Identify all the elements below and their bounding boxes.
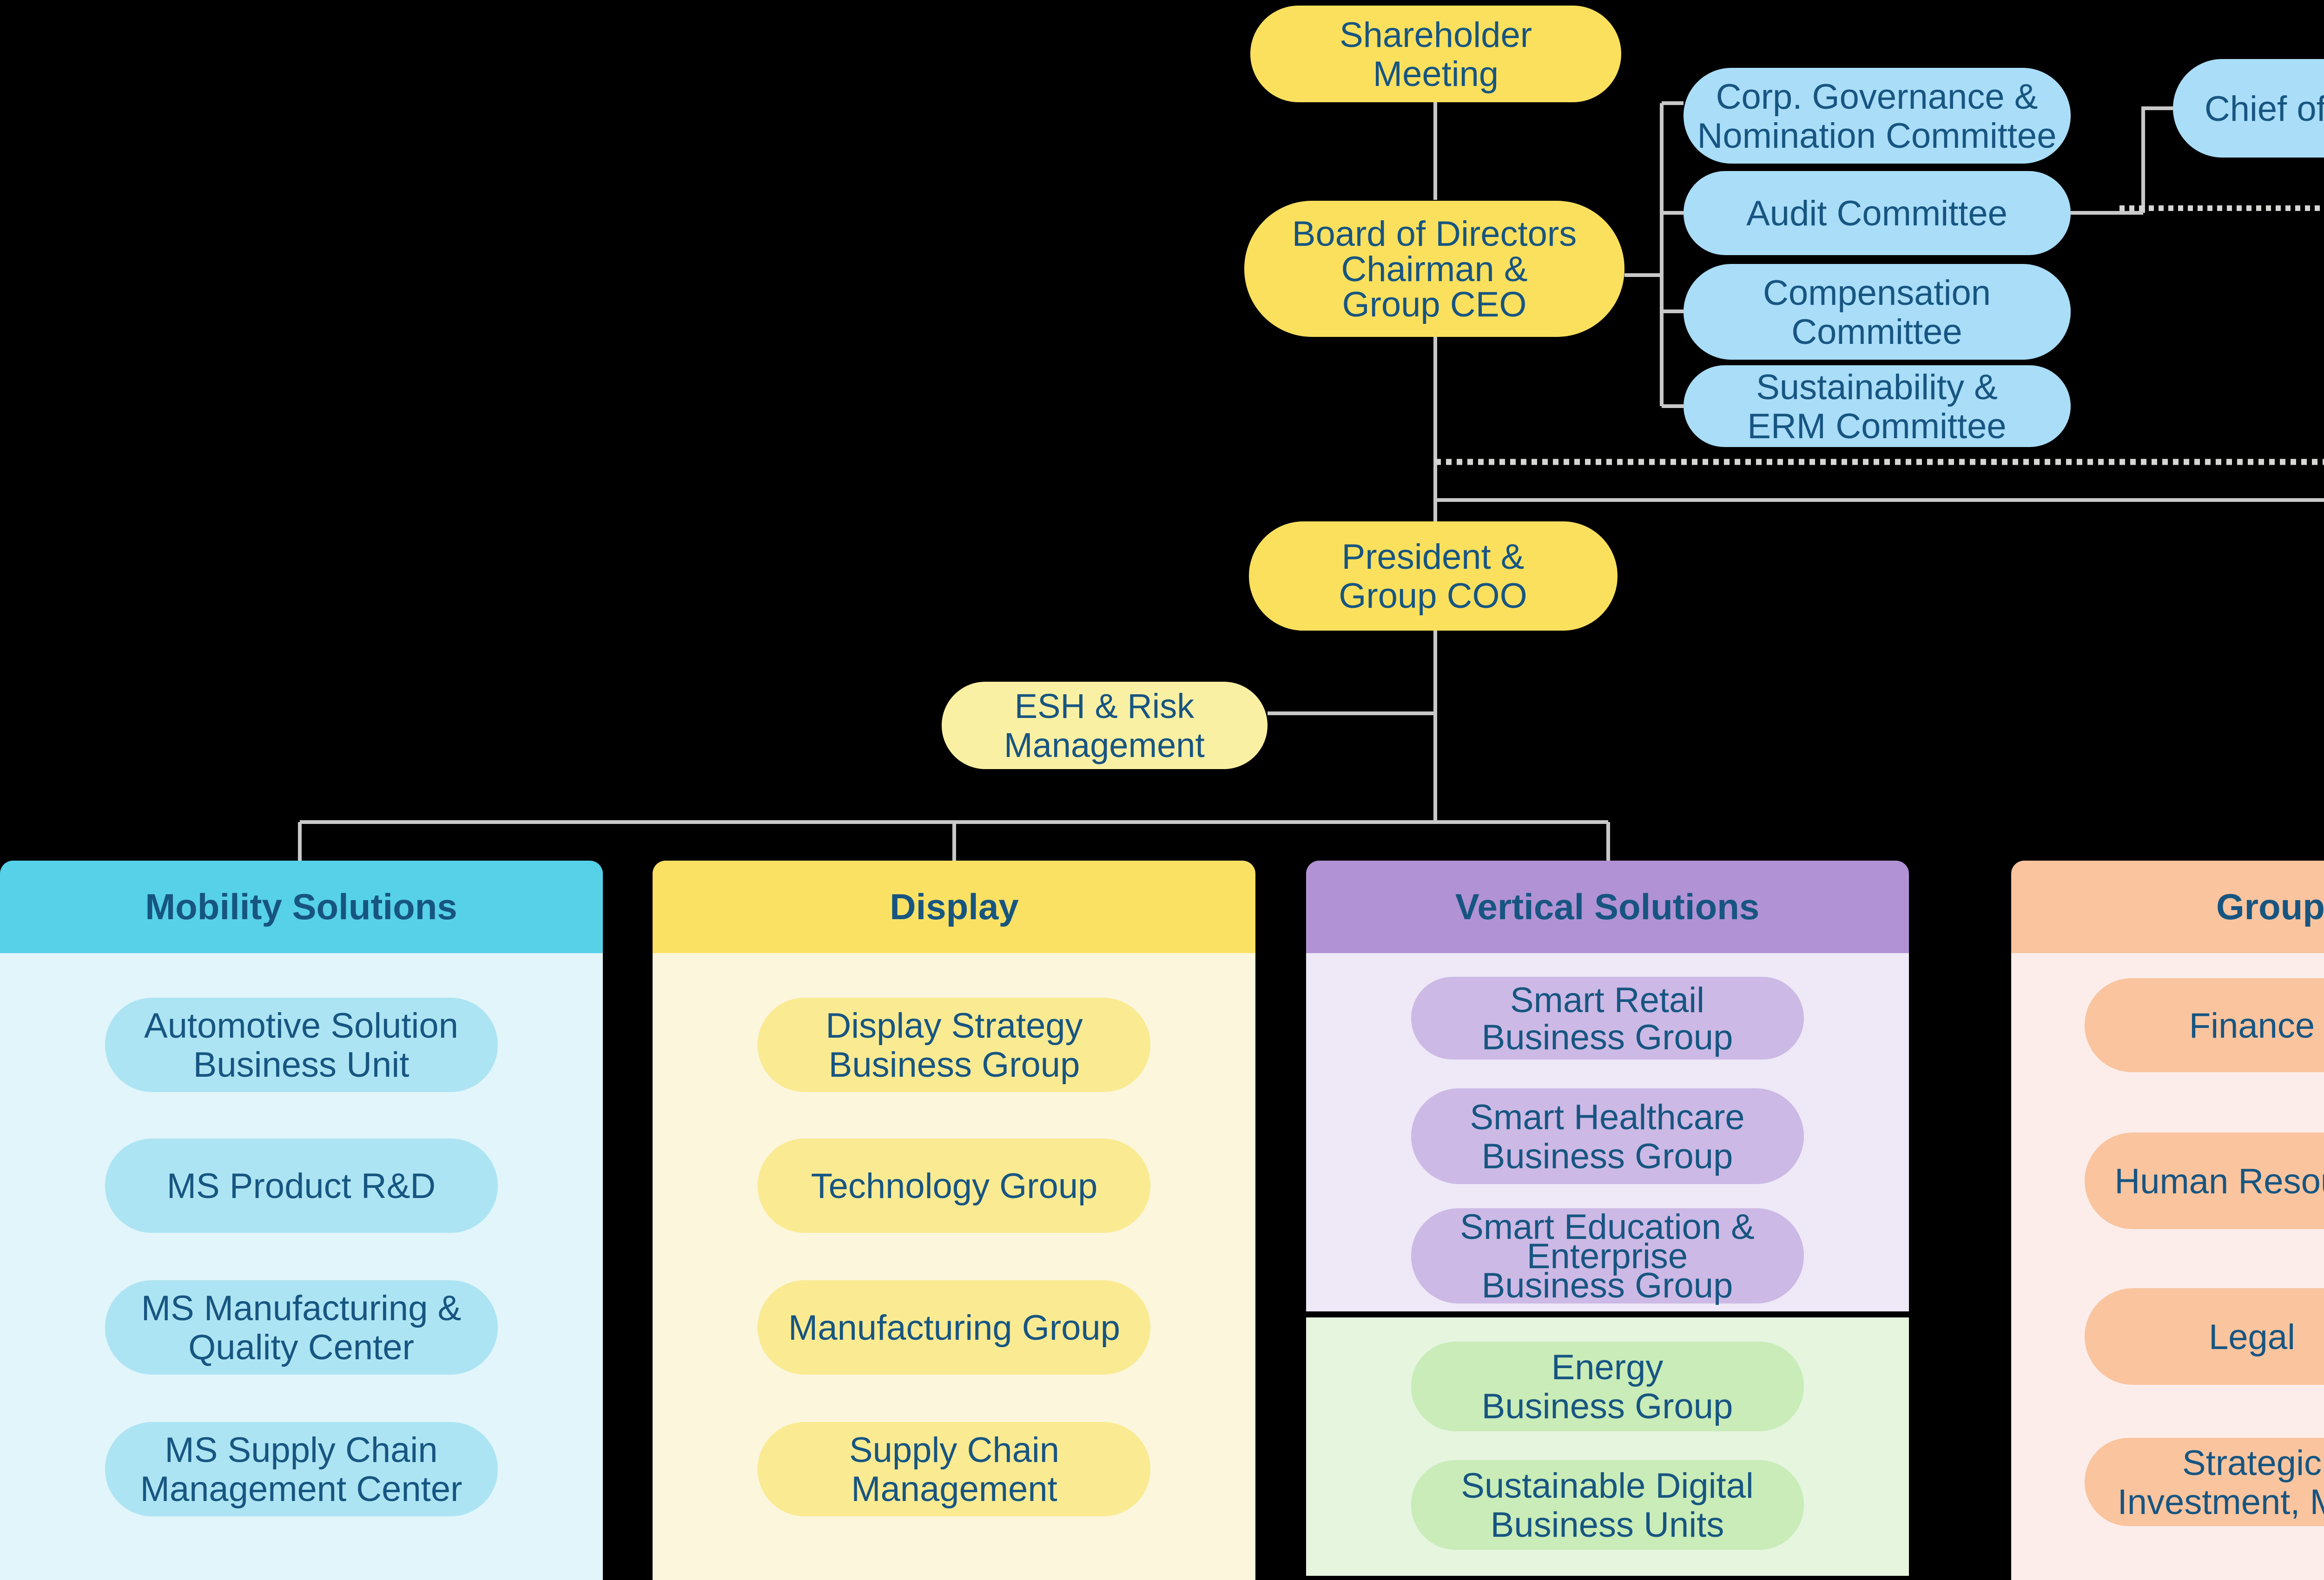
svg-text:Sustainable Digital: Sustainable Digital: [1461, 1466, 1754, 1506]
svg-text:Business Units: Business Units: [1491, 1505, 1724, 1545]
svg-text:Business Unit: Business Unit: [193, 1045, 409, 1085]
svg-text:Board of Directors: Board of Directors: [1292, 214, 1577, 254]
svg-text:Investment, M&A: Investment, M&A: [2118, 1482, 2324, 1522]
svg-text:Display Strategy: Display Strategy: [825, 1006, 1083, 1046]
svg-text:Sustainability &: Sustainability &: [1756, 368, 1998, 407]
svg-text:Vertical Solutions: Vertical Solutions: [1455, 886, 1760, 927]
svg-text:Group COO: Group COO: [1339, 576, 1527, 616]
svg-text:Group CEO: Group CEO: [1342, 285, 1526, 324]
svg-text:Technology Group: Technology Group: [811, 1166, 1098, 1206]
svg-text:Legal: Legal: [2209, 1317, 2295, 1357]
svg-text:President &: President &: [1342, 537, 1525, 577]
svg-text:Energy: Energy: [1552, 1348, 1664, 1387]
svg-text:Business Group: Business Group: [1482, 1266, 1733, 1305]
svg-text:Committee: Committee: [1791, 312, 1962, 352]
svg-text:Supply Chain: Supply Chain: [849, 1430, 1059, 1470]
svg-text:Automotive Solution: Automotive Solution: [144, 1006, 458, 1046]
svg-text:Finance: Finance: [2189, 1006, 2315, 1046]
svg-text:Business Group: Business Group: [1482, 1137, 1733, 1176]
svg-text:Smart Healthcare: Smart Healthcare: [1470, 1098, 1744, 1137]
svg-text:Shareholder: Shareholder: [1340, 15, 1532, 55]
svg-text:Enterprise: Enterprise: [1527, 1237, 1688, 1276]
svg-text:MS Product R&D: MS Product R&D: [167, 1166, 436, 1206]
svg-text:Meeting: Meeting: [1373, 54, 1499, 94]
svg-text:Human Resource: Human Resource: [2114, 1162, 2324, 1201]
svg-text:Smart Retail: Smart Retail: [1510, 981, 1704, 1020]
svg-text:Business Group: Business Group: [1482, 1387, 1733, 1426]
svg-text:Display: Display: [890, 886, 1018, 927]
svg-text:Business Group: Business Group: [1482, 1018, 1733, 1057]
svg-text:Management: Management: [851, 1469, 1057, 1509]
svg-text:ERM Committee: ERM Committee: [1747, 407, 2006, 446]
svg-text:Corp. Governance &: Corp. Governance &: [1716, 77, 2038, 117]
svg-text:Management: Management: [1004, 726, 1205, 764]
svg-text:ESH & Risk: ESH & Risk: [1015, 687, 1195, 725]
svg-text:Chairman &: Chairman &: [1341, 250, 1527, 289]
svg-text:Nomination Committee: Nomination Committee: [1697, 116, 2057, 156]
svg-text:Group Infrastructure Unit: Group Infrastructure Unit: [2216, 886, 2324, 927]
svg-text:Quality Center: Quality Center: [188, 1328, 414, 1367]
svg-text:Manufacturing Group: Manufacturing Group: [788, 1308, 1120, 1348]
svg-text:Smart Education &: Smart Education &: [1460, 1207, 1755, 1247]
svg-text:MS Supply Chain: MS Supply Chain: [165, 1430, 437, 1470]
svg-text:Management Center: Management Center: [140, 1469, 462, 1509]
svg-text:Chief of Compliance: Chief of Compliance: [2205, 89, 2324, 129]
svg-text:Compensation: Compensation: [1763, 273, 1991, 313]
svg-text:Audit Committee: Audit Committee: [1746, 194, 2007, 233]
svg-text:Mobility Solutions: Mobility Solutions: [145, 886, 457, 927]
svg-text:Business Group: Business Group: [829, 1045, 1080, 1085]
svg-text:MS Manufacturing &: MS Manufacturing &: [141, 1289, 462, 1328]
svg-text:Strategic: Strategic: [2182, 1443, 2322, 1483]
